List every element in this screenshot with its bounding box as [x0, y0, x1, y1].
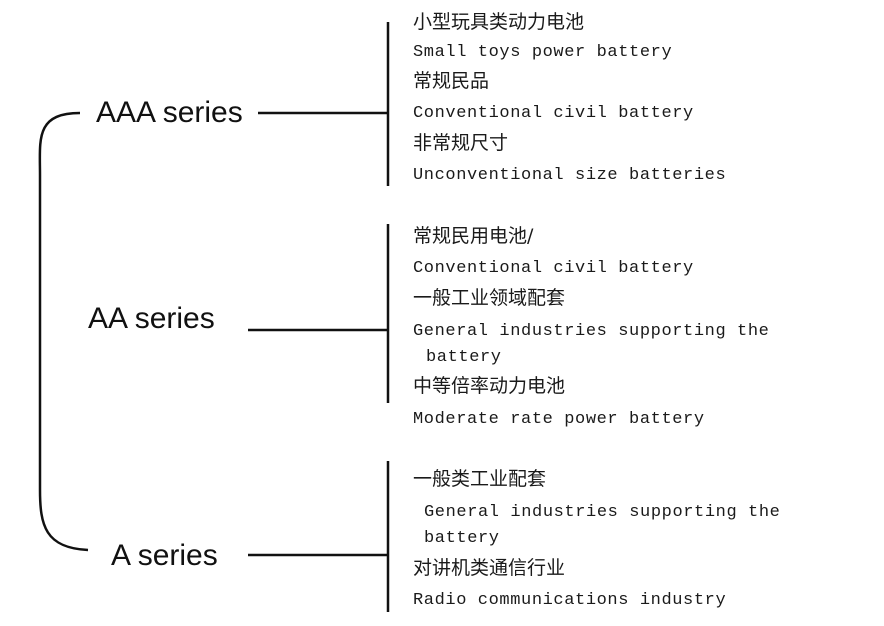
aaa-item-2-en: Conventional civil battery [413, 104, 694, 123]
a-item-1-cn: 一般类工业配套 [413, 468, 547, 490]
a-item-1-en: General industries supporting the [424, 503, 781, 522]
aa-item-2-cn: 一般工业领域配套 [413, 287, 566, 309]
a-series-label: A series [111, 539, 218, 572]
a-item-2-cn: 对讲机类通信行业 [413, 557, 566, 579]
aa-item-1-cn: 常规民用电池/ [413, 225, 534, 247]
left-bracket-curve [38, 111, 89, 552]
aaa-item-1-en: Small toys power battery [413, 43, 673, 62]
aa-item-2-en-cont: battery [426, 348, 502, 367]
aa-item-3-cn: 中等倍率动力电池 [413, 375, 566, 397]
aaa-item-2-cn: 常规民品 [413, 70, 490, 92]
aa-item-1-en: Conventional civil battery [413, 259, 694, 278]
aaa-item-1-cn: 小型玩具类动力电池 [413, 11, 585, 33]
aa-item-3-en: Moderate rate power battery [413, 410, 705, 429]
aaa-series-label: AAA series [96, 96, 243, 129]
aaa-item-3-cn: 非常规尺寸 [413, 132, 509, 154]
aaa-item-3-en: Unconventional size batteries [413, 166, 727, 185]
aa-series-label: AA series [88, 302, 215, 335]
aa-item-2-en: General industries supporting the [413, 322, 770, 341]
a-item-1-en-cont: battery [424, 529, 500, 548]
a-item-2-en: Radio communications industry [413, 591, 727, 610]
